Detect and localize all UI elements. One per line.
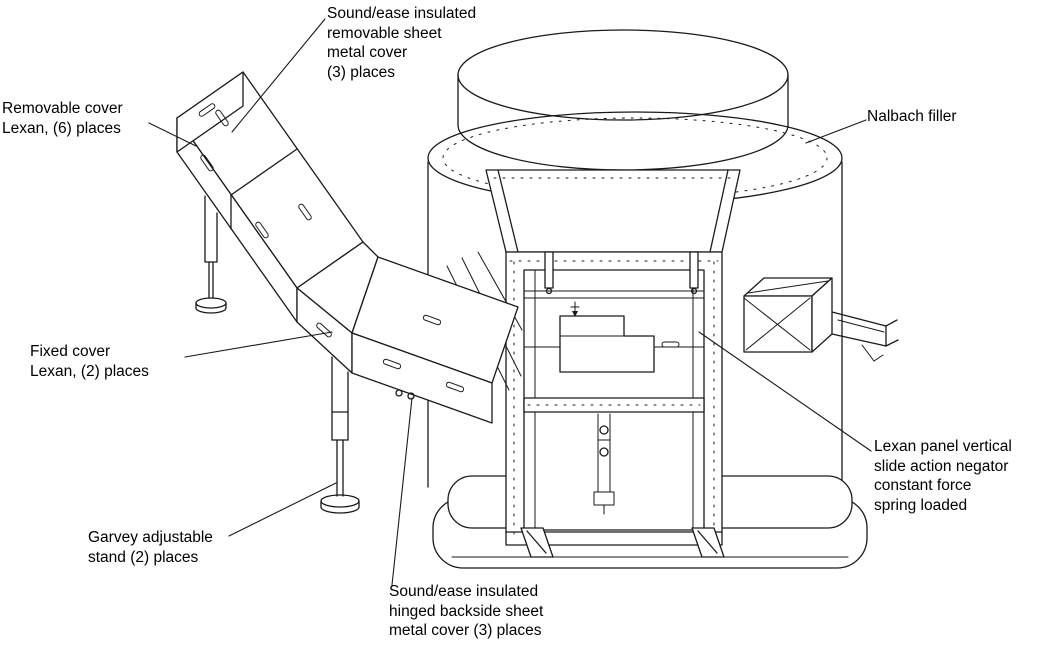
label-insulated-removable-cover: Sound/ease insulated removable sheet met… (327, 5, 477, 81)
label-lexan-panel: Lexan panel vertical slide action negato… (874, 438, 1012, 514)
label-garvey-stand: Garvey adjustable stand (2) places (88, 529, 213, 566)
discharge-chute (743, 277, 899, 362)
conveyor-duct (176, 71, 519, 424)
cover-handle-slots (198, 103, 465, 393)
label-nalbach-filler: Nalbach filler (867, 108, 957, 125)
label-fixed-cover-lexan: Fixed cover Lexan, (2) places (30, 343, 149, 380)
front-enclosure (485, 169, 741, 558)
label-insulated-hinged-cover: Sound/ease insulated hinged backside she… (389, 583, 544, 640)
label-removable-cover-lexan: Removable cover Lexan, (6) places (2, 100, 123, 137)
leader-lines (148, 18, 872, 586)
adjustable-stand-front (320, 356, 360, 514)
adjustable-stand-rear (195, 195, 227, 314)
filler-bowl (457, 29, 789, 171)
